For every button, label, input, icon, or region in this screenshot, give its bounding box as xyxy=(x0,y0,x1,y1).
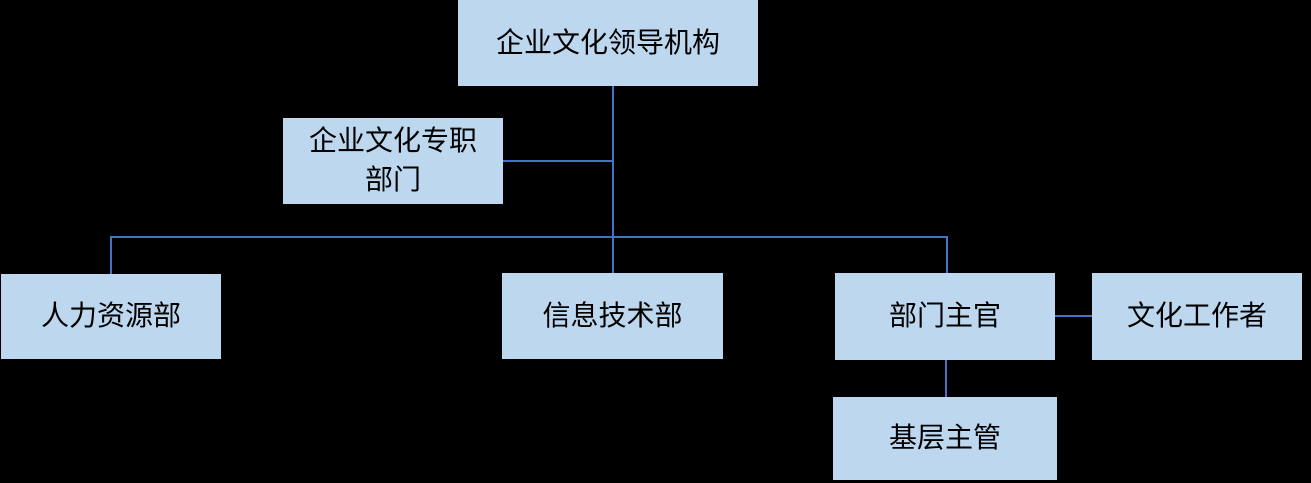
node-it-dept: 信息技术部 xyxy=(502,273,723,359)
node-culture-dedicated-dept: 企业文化专职 部门 xyxy=(283,118,503,204)
connector-culture-worker xyxy=(1055,315,1092,317)
connector-drop-it-dept xyxy=(612,236,614,274)
connector-drop-grassroots xyxy=(945,360,947,397)
connector-leadership-down xyxy=(612,86,614,238)
node-grassroots-supervisor: 基层主管 xyxy=(833,397,1057,480)
node-culture-worker: 文化工作者 xyxy=(1092,273,1302,360)
connector-dedicated-dept xyxy=(503,160,613,162)
node-dept-head: 部门主官 xyxy=(835,273,1055,360)
connector-distribution-bar xyxy=(110,236,948,238)
node-hr-dept: 人力资源部 xyxy=(1,274,221,359)
connector-drop-dept-head xyxy=(946,236,948,274)
node-culture-leadership: 企业文化领导机构 xyxy=(458,0,758,86)
connector-drop-hr-dept xyxy=(110,236,112,275)
